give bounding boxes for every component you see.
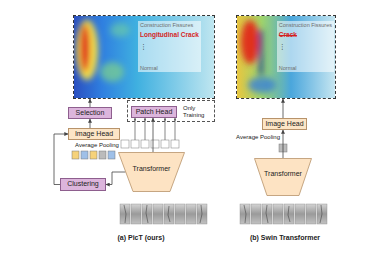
- class-label: ⋮: [279, 43, 332, 51]
- flow-arrow: [283, 130, 284, 158]
- subfigure-caption: (a) PicT (ours): [88, 234, 194, 242]
- result-panel: Construction FissuresLongitudinal Crack ⋮…: [73, 15, 215, 99]
- class-label: ⋮: [140, 43, 199, 51]
- training-only-region: Only Training Patch Head: [127, 100, 215, 122]
- transformer-block: Transformer: [254, 158, 312, 196]
- heatmap: [74, 16, 214, 98]
- operation-label: Average Pooling: [230, 134, 280, 141]
- text-column: Construction FissuresLongitudinal Crack ⋮…: [138, 21, 201, 72]
- flow-arrow: [54, 134, 68, 185]
- image-patch: [120, 204, 327, 224]
- flow-arrow: [153, 118, 154, 152]
- class-label: Normal: [279, 65, 332, 71]
- text-column: Construction FissuresCrack ⋮ Normal: [277, 21, 334, 72]
- box-label: Image Head: [265, 120, 303, 128]
- class-label: Longitudinal Crack: [140, 31, 199, 38]
- flow-arrow: [90, 119, 91, 128]
- flow-arrow: [90, 99, 91, 107]
- crack-line: [124, 205, 322, 223]
- transformer-block: Transformer: [118, 152, 185, 192]
- flow-arrow: [283, 99, 284, 118]
- result-panel: Construction FissuresCrack ⋮ Normal: [236, 15, 336, 99]
- box-label: Transformer: [264, 170, 302, 178]
- heatmap: [237, 16, 335, 98]
- patch-head-box: Patch Head: [131, 106, 177, 118]
- box-label: Selection: [76, 109, 105, 117]
- flow-arrow: [106, 172, 126, 185]
- box-label: Transformer: [133, 165, 171, 173]
- box-label: Image Head: [75, 130, 113, 138]
- selection-box: Selection: [68, 107, 112, 119]
- box-label: Patch Head: [136, 108, 173, 116]
- clustering-box: Clustering: [60, 178, 106, 191]
- note-text: Only Training: [183, 105, 216, 119]
- image-head-box: Image Head: [262, 118, 307, 130]
- image-head-box: Image Head: [68, 128, 120, 140]
- text-column: Only Training: [181, 104, 218, 120]
- subfigure-caption: (b) Swin Transformer: [230, 234, 340, 242]
- class-label: Construction Fissures: [140, 22, 199, 28]
- patch-token: [121, 140, 179, 148]
- class-label: Construction Fissures: [279, 22, 332, 28]
- operation-label: Average Pooling: [70, 142, 124, 149]
- box-label: Clustering: [67, 180, 99, 188]
- class-label: Normal: [140, 65, 199, 71]
- class-label: Crack: [279, 31, 332, 38]
